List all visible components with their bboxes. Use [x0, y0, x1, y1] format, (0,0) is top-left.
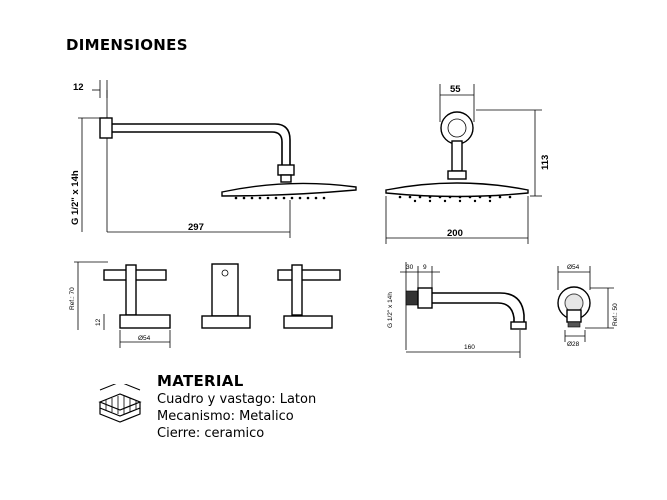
material-line-closure: Cierre: ceramico [157, 426, 265, 441]
dim-height: 113 [540, 155, 551, 170]
dim-valve-ref: Ref.: 70 [69, 287, 76, 310]
dim-thread: G 1/2" x 14h [70, 170, 81, 225]
dim-head-diameter: 200 [447, 228, 463, 239]
dim-valve-base-height: 12 [95, 318, 102, 326]
dim-spout-ref: Ref.: 50 [612, 303, 619, 326]
dim-wall-plate: 12 [73, 82, 84, 93]
dim-spout-b: 9 [423, 264, 427, 271]
material-title: MATERIAL [157, 372, 244, 390]
spout-side-view: 30 9 G 1/2" x 14h 160 [387, 262, 527, 358]
valve-views: Ref.: 70 12 Ø54 [69, 261, 341, 348]
dim-arm-length: 297 [188, 222, 204, 233]
dim-spout-thread: G 1/2" x 14h [387, 292, 394, 328]
dim-spout-bottom: Ø28 [567, 341, 580, 348]
dim-valve-base-diameter: Ø54 [138, 335, 151, 342]
material-line-mechanism: Mecanismo: Metalico [157, 409, 294, 424]
dim-flange: 55 [450, 84, 461, 95]
dim-spout-length: 160 [464, 344, 475, 351]
dim-spout-top: Ø54 [567, 264, 580, 271]
dim-spout-a: 30 [406, 264, 414, 271]
shower-side-view: 12 G 1/2" x 14h 297 [70, 80, 357, 238]
shower-head-nozzles [234, 196, 326, 200]
material-line-body: Cuadro y vastago: Laton [157, 392, 317, 407]
layered-material-icon [98, 384, 142, 423]
spout-front-view: Ø54 Ref.: 50 Ø28 [557, 264, 619, 348]
front-head-nozzles [398, 195, 512, 203]
heading-dimensiones: DIMENSIONES [66, 36, 188, 54]
shower-front-view: 55 113 200 [385, 84, 551, 244]
